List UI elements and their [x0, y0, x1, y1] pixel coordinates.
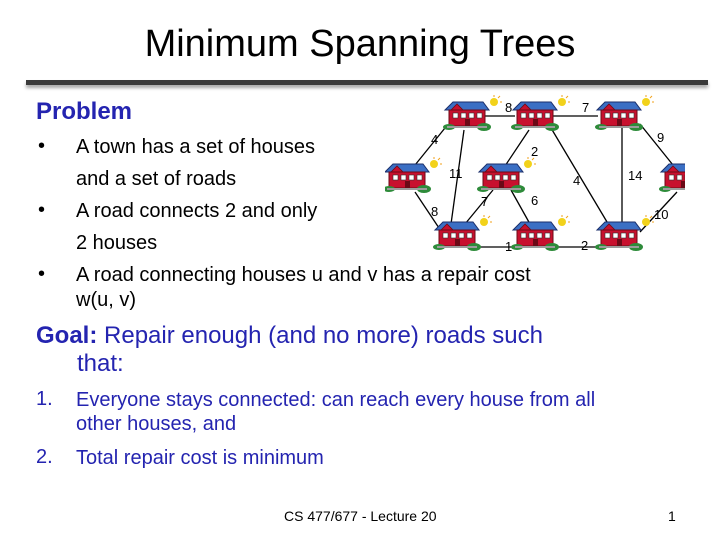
condition-text: Total repair cost is minimum — [76, 447, 324, 469]
road — [504, 129, 530, 167]
bullet-marker: • — [38, 135, 46, 157]
bullet-text: A road connecting houses u and v has a r… — [76, 264, 531, 286]
condition-number: 2. — [36, 446, 53, 468]
edge-weight: 7 — [481, 194, 488, 209]
road — [510, 189, 531, 225]
house-icon — [510, 214, 571, 252]
road — [639, 123, 678, 171]
house-icon — [476, 156, 537, 194]
bullet-text: A road connects 2 and only — [76, 200, 318, 222]
house-icon — [658, 156, 685, 194]
edge-weight: 10 — [654, 207, 668, 222]
road-network-diagram: 8 7 4 9 2 11 4 14 7 6 8 10 1 2 — [385, 94, 685, 254]
edge-weight: 4 — [431, 132, 438, 147]
edge-weight: 14 — [628, 168, 642, 183]
edge-weight: 2 — [531, 144, 538, 159]
house-icon — [432, 214, 493, 252]
bullet-marker: • — [38, 263, 46, 285]
house-icon — [594, 214, 655, 252]
goal-label: Goal: — [36, 322, 98, 349]
edge-weight: 11 — [449, 166, 463, 181]
edge-weight: 7 — [582, 100, 589, 115]
edge-weight: 6 — [531, 193, 538, 208]
house-icon — [594, 94, 655, 132]
road — [450, 129, 465, 225]
house-icon — [442, 94, 503, 132]
road-edges — [410, 115, 678, 248]
condition-number: 1. — [36, 388, 53, 410]
problem-heading: Problem — [36, 98, 133, 125]
edge-weight: 8 — [431, 204, 438, 219]
bullet-marker: • — [38, 199, 46, 221]
bullet-text: A town has a set of houses — [76, 136, 316, 158]
footer-course: CS 477/677 - Lecture 20 — [284, 508, 437, 524]
footer-page-number: 1 — [668, 508, 676, 524]
bullet-text: 2 houses — [76, 232, 158, 254]
edge-weight: 8 — [505, 100, 512, 115]
road — [550, 127, 614, 233]
bullet-text: and a set of roads — [76, 168, 237, 190]
goal-text: Repair enough (and no more) roads such — [97, 322, 543, 349]
slide-title: Minimum Spanning Trees — [144, 23, 576, 65]
house-icon — [510, 94, 571, 132]
bullet-text: w(u, v) — [76, 289, 136, 311]
edge-weight: 2 — [581, 238, 588, 253]
goal-text-continued: that: — [77, 350, 124, 377]
goal-statement: Goal: Repair enough (and no more) roads … — [36, 322, 656, 378]
edge-weight: 1 — [505, 239, 512, 254]
edge-weight: 9 — [657, 130, 664, 145]
road — [410, 127, 446, 171]
house-icon — [385, 156, 443, 194]
edge-weight: 4 — [573, 173, 580, 188]
road — [464, 189, 494, 225]
condition-text: Everyone stays connected: can reach ever… — [76, 389, 596, 435]
title-rule — [26, 80, 708, 85]
